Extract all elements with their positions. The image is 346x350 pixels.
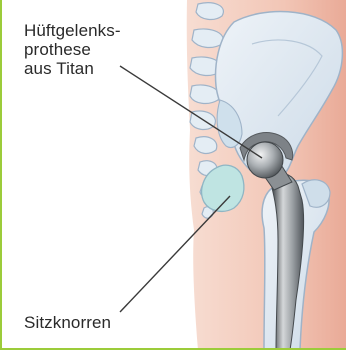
implant-label: Hüftgelenks- prothese aus Titan bbox=[24, 21, 121, 78]
implant-label-line-1: Hüftgelenks- bbox=[24, 21, 121, 40]
implant-label-line-3: aus Titan bbox=[24, 59, 121, 78]
implant-label-line-2: prothese bbox=[24, 40, 121, 59]
ischium-label: Sitzknorren bbox=[24, 313, 111, 332]
femoral-ball-head bbox=[247, 142, 283, 178]
